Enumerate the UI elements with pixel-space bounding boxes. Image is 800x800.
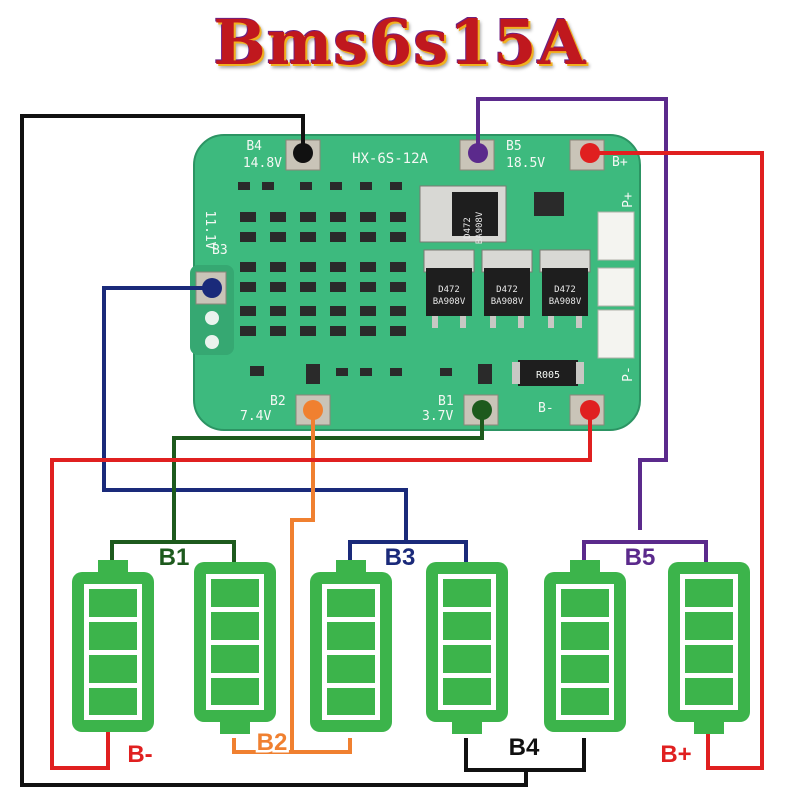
mosfet-2-code-2: BA908V [491,297,524,307]
battery-cell-2 [194,562,276,734]
pad-bplus-label: B+ [612,155,628,170]
label-bplus: B+ [660,741,691,768]
pad-middle [597,267,635,307]
label-b1: B1 [159,544,190,571]
dot-b4 [293,143,313,163]
battery-cell-5 [544,560,626,732]
wire-red-bminus [50,410,592,770]
battery-cell-4 [426,562,508,734]
pad-b1-label: B1 [438,394,454,409]
mosfet-3-code-2: BA908V [549,297,582,307]
mosfet-3-code: D472 [554,285,576,295]
battery-cell-3 [310,560,392,732]
mosfet-1-code-2: BA908V [433,297,466,307]
pad-b5-label: B5 [506,139,522,154]
link-b4 [464,738,586,772]
link-b1 [110,540,236,562]
mosfet-main-code: D472 [463,217,473,239]
wire-purple-b5 [476,97,668,530]
pad-b1-voltage: 3.7V [422,409,453,424]
mosfet-1-code: D472 [438,285,460,295]
resistor-label: R005 [536,370,560,381]
wire-navy-b3 [102,286,408,542]
dot-bplus [580,143,600,163]
wire-green-b1 [172,410,484,542]
dot-bminus [580,400,600,420]
link-b3 [348,540,468,562]
dot-b1 [472,400,492,420]
pad-pminus [597,309,635,359]
pad-pplus-label: P+ [621,192,636,208]
pad-b2-voltage: 7.4V [240,409,271,424]
pad-bminus-label: B- [538,401,554,416]
pad-pplus [597,211,635,261]
link-b2 [232,738,352,754]
label-b3: B3 [385,544,416,571]
wire-red-bplus [590,151,764,770]
battery-cell-6 [668,562,750,734]
pad-b4-voltage: 14.8V [243,156,282,171]
link-b5 [582,540,708,562]
dot-b5 [468,143,488,163]
label-b4: B4 [509,734,540,761]
wire-orange-b2 [290,410,315,752]
wire-black-b4 [20,114,528,787]
label-b2: B2 [257,729,288,756]
bms-board [190,134,641,431]
diagram-title: Bms6s15A [213,6,587,79]
pad-b3-label: B3 [212,243,228,258]
mosfet-main-code-2: BA908V [475,211,485,244]
battery-pack [72,560,750,734]
pad-pminus-label: P- [621,366,636,382]
mosfet-2-code: D472 [496,285,518,295]
label-bminus: B- [127,741,152,768]
battery-cell-1 [72,560,154,732]
pad-b4-label: B4 [246,139,262,154]
pad-b3-voltage: 11.1V [202,210,217,249]
dot-b3 [202,278,222,298]
pad-b5-voltage: 18.5V [506,156,545,171]
dot-b2 [303,400,323,420]
pad-b2-label: B2 [270,394,286,409]
board-model: HX-6S-12A [352,151,428,167]
label-b5: B5 [625,544,656,571]
